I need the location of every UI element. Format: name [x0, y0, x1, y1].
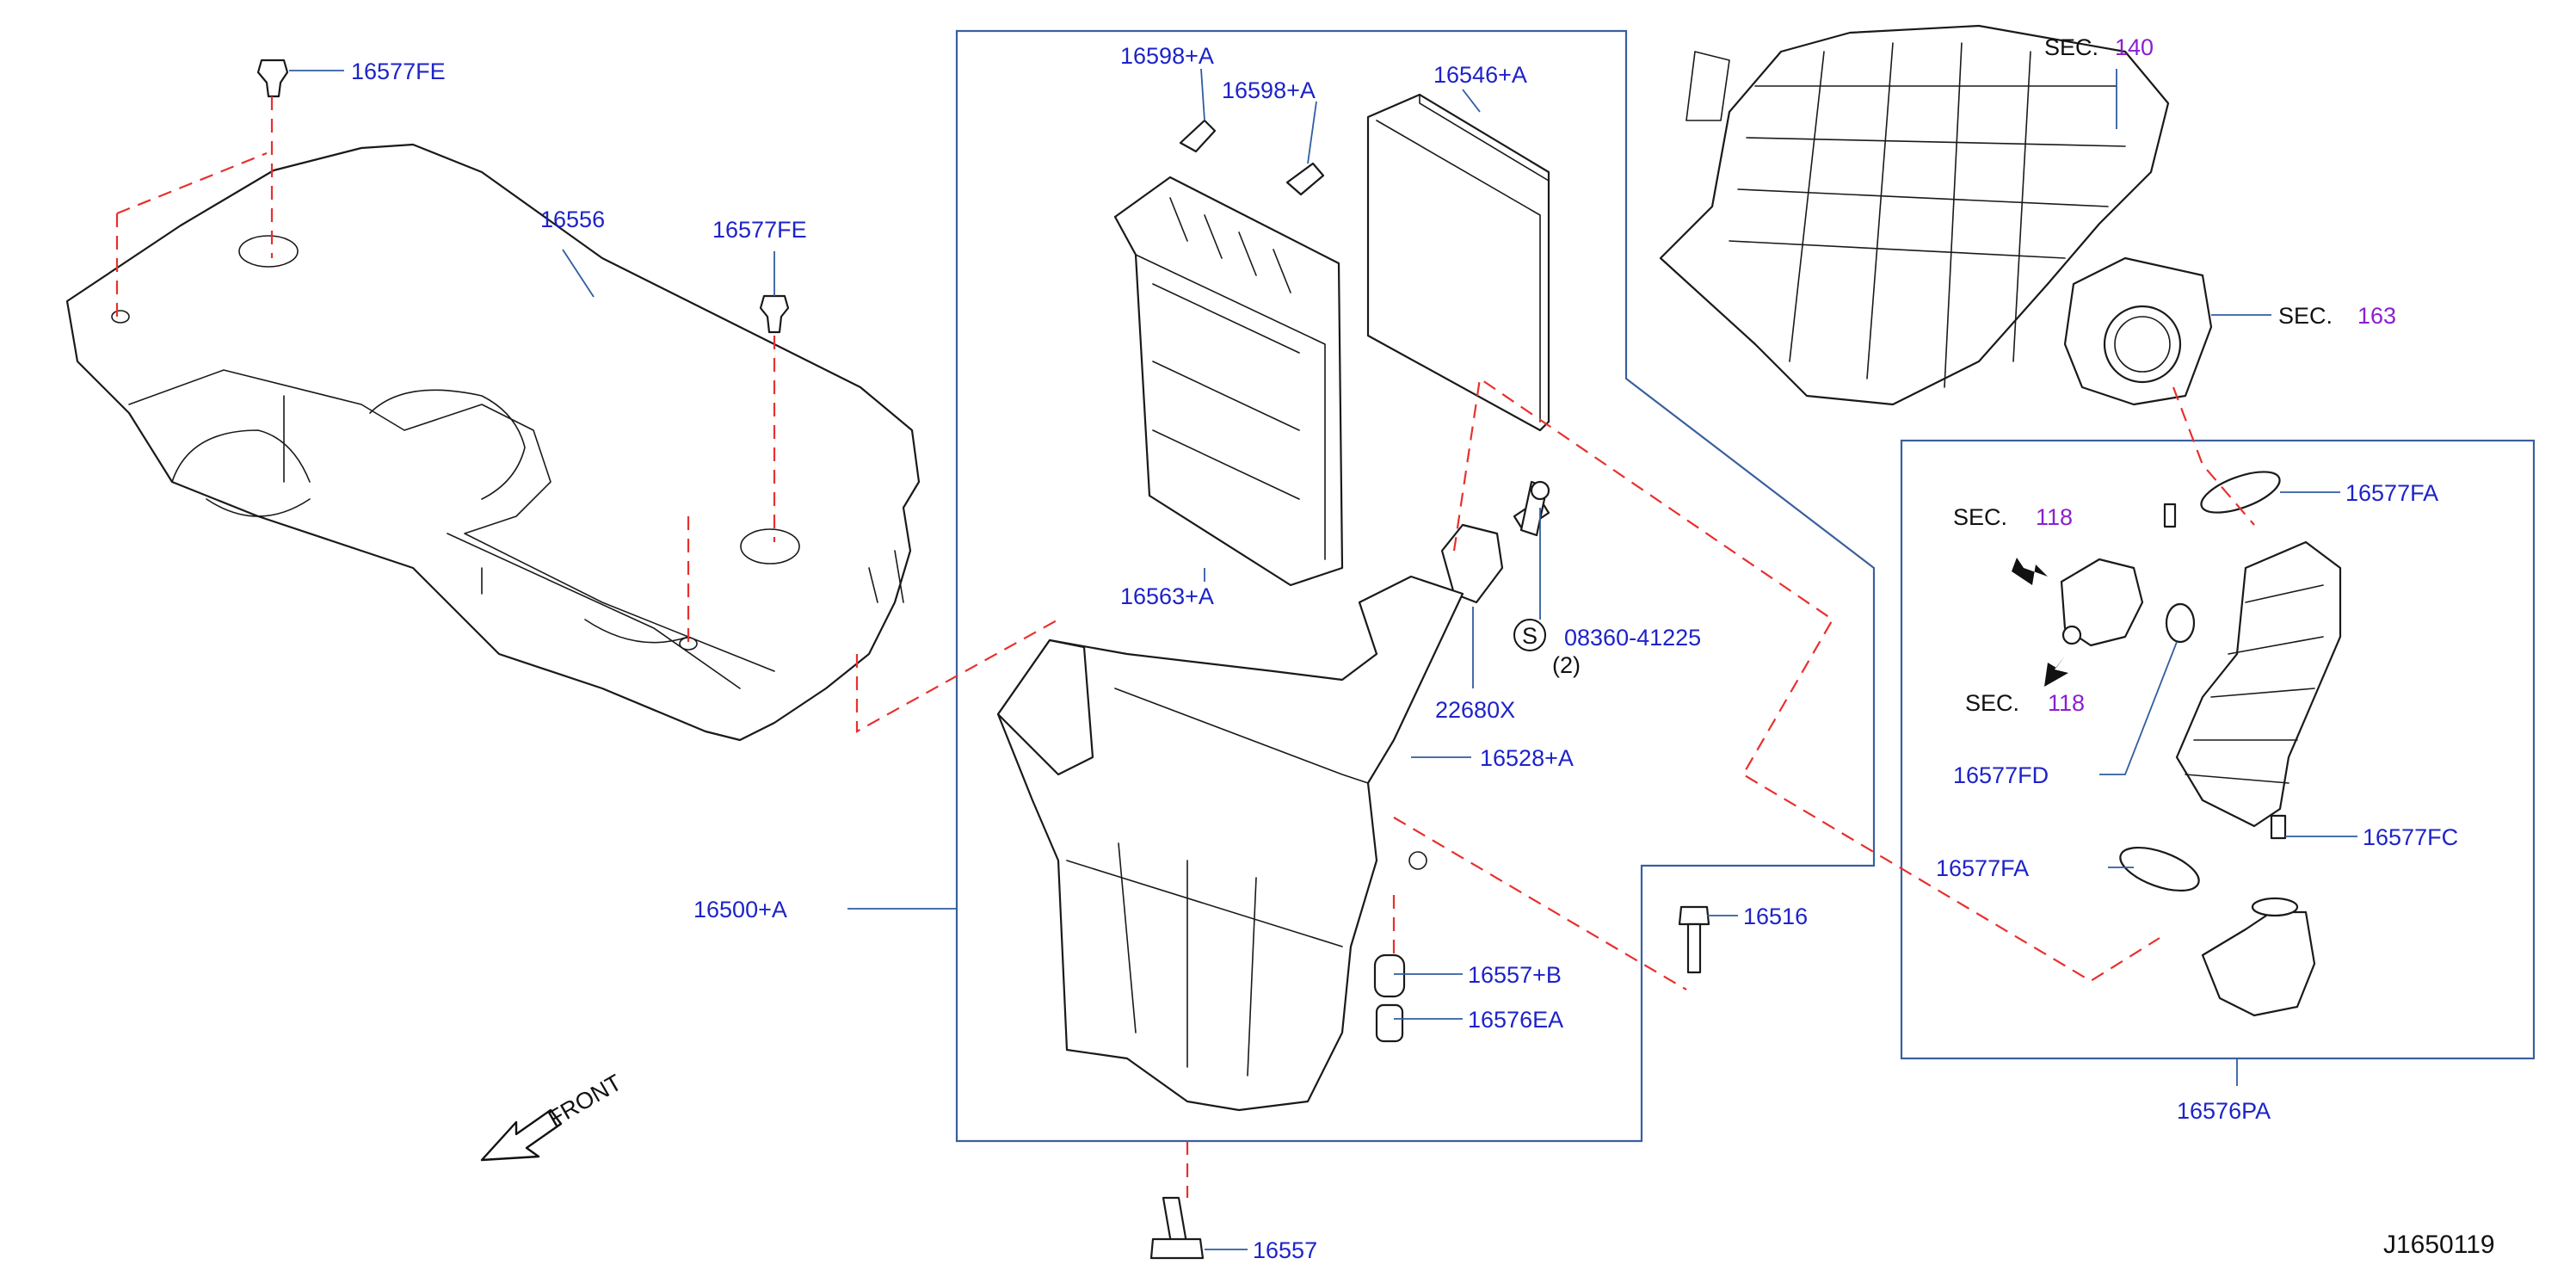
throttle-body — [2063, 256, 2213, 406]
label-sec-140-number: 140 — [2115, 34, 2154, 60]
intake-manifold — [1659, 24, 2170, 406]
label-16577FE-top: 16577FE — [351, 59, 446, 84]
label-sec-163-prefix: SEC. — [2278, 303, 2333, 329]
part-labels: 16577FE 16556 16577FE 16598+A 16598+A 16… — [351, 43, 2458, 1263]
label-16577FC: 16577FC — [2363, 824, 2458, 850]
label-16528A: 16528+A — [1480, 745, 1574, 771]
clip-16577FE-top — [256, 59, 289, 98]
label-16563A: 16563+A — [1120, 583, 1214, 609]
front-label: FRONT — [544, 1070, 626, 1132]
filter-element-16546A — [1366, 93, 1550, 432]
engine-cover-16556 — [65, 143, 921, 742]
grommet-16557B — [1373, 953, 1406, 998]
group-frame-air-cleaner — [955, 29, 1876, 1143]
standard-part-symbol: S — [1522, 623, 1538, 649]
label-08360-41225: 08360-41225 — [1564, 625, 1701, 651]
collar-16576EA — [1375, 1003, 1404, 1043]
filter-frame-16563A — [1113, 176, 1344, 587]
assembly-lines — [115, 96, 2255, 1198]
clamp-16577FC — [2270, 814, 2287, 840]
front-arrow — [480, 1108, 563, 1162]
clamp-16577FA-bottom — [2119, 846, 2200, 892]
label-16576EA: 16576EA — [1468, 1007, 1563, 1033]
clamp-16577FA-top — [2163, 471, 2281, 528]
label-16500A: 16500+A — [693, 897, 787, 922]
bolt-16557 — [1149, 1196, 1205, 1260]
label-16556: 16556 — [540, 207, 605, 232]
duct-16576PA — [2201, 897, 2316, 1017]
section-labels: SEC. 140 SEC. 163 SEC. 118 SEC. 118 — [1953, 34, 2396, 716]
arrow-sec118-top — [2012, 558, 2048, 585]
standard-part-symbol-circle — [1513, 619, 1546, 651]
label-22680X: 22680X — [1435, 697, 1515, 723]
bolt-16516 — [1678, 905, 1710, 974]
label-08360-quantity: (2) — [1552, 652, 1581, 678]
label-sec-118-bottom-prefix: SEC. — [1965, 690, 2019, 716]
clip-16577FE-mid — [759, 294, 790, 334]
label-16557: 16557 — [1253, 1237, 1317, 1263]
leader-lines — [289, 68, 2357, 1250]
air-cleaner-housing — [996, 575, 1464, 1112]
label-sec-118-top-prefix: SEC. — [1953, 504, 2007, 530]
label-16598A-right: 16598+A — [1222, 77, 1316, 103]
label-16577FA-bottom: 16577FA — [1936, 855, 2029, 881]
label-sec-140-prefix: SEC. — [2044, 34, 2098, 60]
screw-08360-41225 — [1519, 480, 1550, 537]
group-frame-intake-duct — [1900, 439, 2536, 1060]
clamp-16577FD — [2165, 602, 2196, 644]
label-16557B: 16557+B — [1468, 962, 1562, 988]
label-16577FD: 16577FD — [1953, 762, 2049, 788]
label-16577FE-mid: 16577FE — [712, 217, 807, 243]
label-sec-118-top-number: 118 — [2036, 504, 2073, 530]
duct-connector — [2060, 558, 2144, 647]
clip-16598A-right — [1285, 162, 1325, 196]
label-16576PA: 16576PA — [2177, 1098, 2271, 1124]
air-duct-hose — [2175, 540, 2342, 828]
diagram-id: J1650119 — [2383, 1231, 2495, 1259]
clip-16598A-left — [1179, 119, 1217, 153]
label-16577FA-top: 16577FA — [2345, 480, 2438, 506]
label-16516: 16516 — [1743, 904, 1808, 929]
label-16546A: 16546+A — [1433, 62, 1527, 88]
arrow-sec118-bottom — [2044, 656, 2068, 687]
label-16598A-left: 16598+A — [1120, 43, 1214, 69]
label-sec-163-number: 163 — [2357, 303, 2396, 329]
label-sec-118-bottom-number: 118 — [2048, 690, 2085, 716]
